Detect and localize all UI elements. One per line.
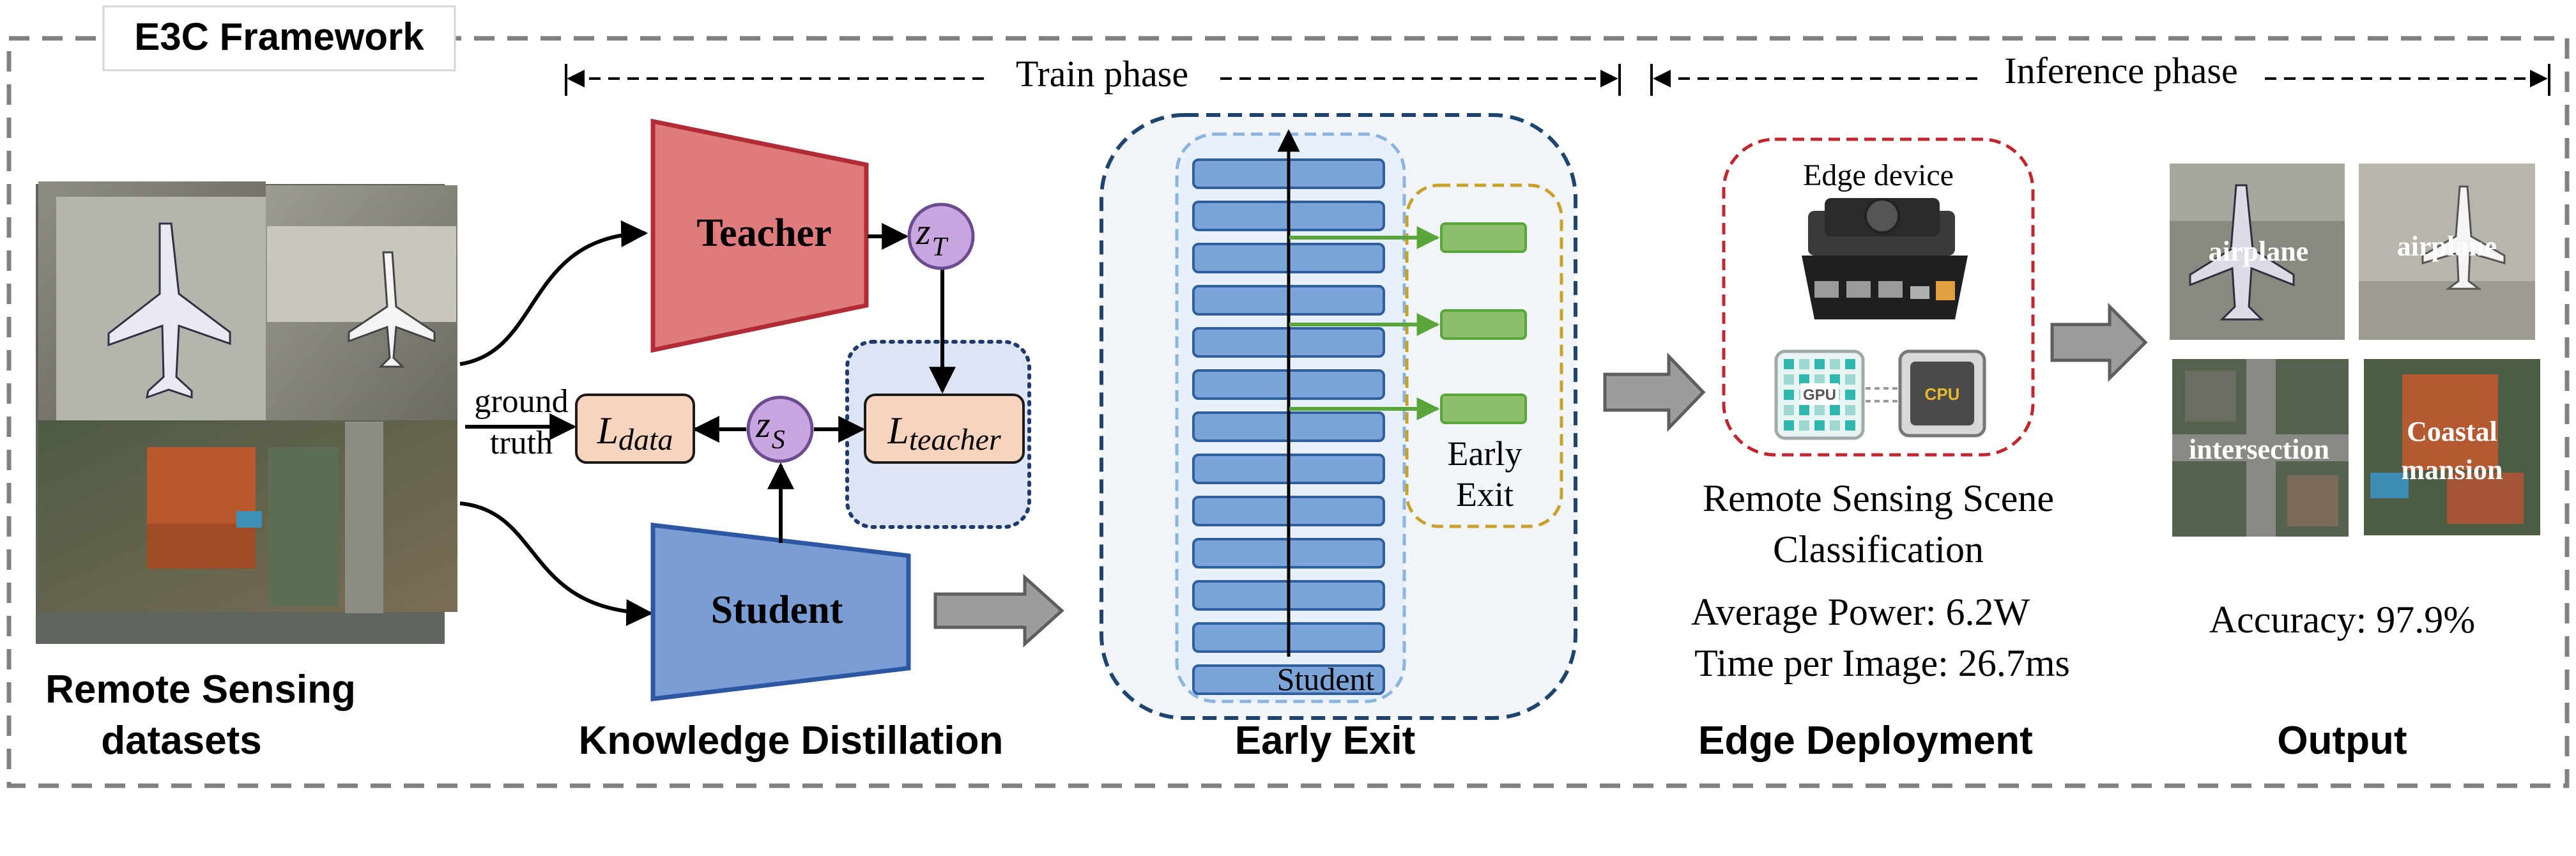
student-to-early-exit-arrow [933,574,1064,648]
dataset-image-stack [36,181,457,644]
dataset-to-student-arrow [459,501,654,627]
student-block [650,523,911,701]
student-layers [1192,129,1385,695]
gpu-core-dot [1784,420,1794,431]
accuracy: Accuracy: 97.9% [2209,599,2475,641]
teacher-latent-node [907,203,975,270]
section-datasets-line2: datasets [101,719,262,763]
loss-teacher-base: L [887,409,908,452]
gpu-core-dot [1799,359,1809,369]
section-knowledge-distillation: Knowledge Distillation [579,719,1004,763]
section-edge-deployment: Edge Deployment [1698,719,2033,763]
inference-phase-label: Inference phase [2004,50,2237,91]
cpu-chip-icon [1898,349,1986,438]
framework-border [6,36,2570,788]
task-label-line2: Classification [1773,528,1984,570]
gpu-core-dot [1830,374,1840,385]
gpu-label-box [1800,383,1839,405]
framework-title: E3C Framework [134,15,424,58]
ground-truth-label-line1: ground [474,383,568,420]
gpu-core-dot [1814,405,1825,415]
student-label: Student [711,588,843,632]
output-label-1: airplane [2209,236,2308,267]
cpu-label: CPU [1925,385,1960,404]
gpu-core-dot [1799,405,1809,415]
train-phase-label: Train phase [1016,53,1188,95]
edge-device-label: Edge device [1803,158,1954,192]
student-latent-label: zS [755,404,785,455]
teacher-label: Teacher [696,211,831,255]
gpu-core-dot [1784,405,1794,415]
gpu-core-dot [1784,390,1794,400]
gpu-core-dot [1845,359,1855,369]
output-label-2: airplane [2397,231,2497,262]
student-latent-base: z [755,404,770,445]
early-exit-label-line1: Early [1448,434,1522,473]
gpu-core-dot [1814,420,1825,431]
output-label-4-line2: mansion [2402,454,2503,485]
output-label-3: intersection [2189,434,2329,465]
gpu-core-dot [1845,420,1855,431]
teacher-latent-sub: T [932,233,949,262]
edge-device-board-icon [1802,198,1968,319]
teacher-latent-label: zT [916,211,949,262]
loss-teacher-box [864,394,1025,464]
dataset-to-teacher-arrow [459,220,648,366]
section-early-exit: Early Exit [1235,719,1416,763]
student-latent-node [746,395,814,463]
gpu-core-dot [1814,374,1825,385]
exit-classifier-head [1440,222,1527,253]
average-power: Average Power: 6.2W [1691,591,2030,633]
gpu-core-dot [1799,374,1809,385]
gpu-core-dot [1845,390,1855,400]
time-per-image: Time per Image: 26.7ms [1694,642,2070,684]
gpu-core-dot [1845,374,1855,385]
ground-truth-label-line2: truth [490,425,553,461]
output-image-2 [2359,164,2535,340]
student-latent-sub: S [772,425,785,455]
loss-data-sub: data [618,423,673,457]
loss-data-box [575,394,695,464]
loss-data-label: Ldata [597,409,673,457]
gpu-core-dot [1784,359,1794,369]
early-exit-heads [1289,222,1527,424]
teacher-block [650,118,869,353]
output-label-4-line1: Coastal [2407,416,2497,447]
gpu-core-dot [1845,405,1855,415]
gpu-core-dot [1784,374,1794,385]
early-exit-label-line2: Exit [1456,475,1514,514]
task-label-line1: Remote Sensing Scene [1703,477,2054,519]
gpu-core-dot [1799,420,1809,431]
loss-data-base: L [597,409,618,452]
early-exit-frame [1405,183,1563,528]
output-image-4 [2364,359,2540,535]
student-backbone-label: Student [1277,661,1375,697]
section-datasets-line1: Remote Sensing [45,668,356,712]
exit-classifier-head [1440,309,1527,340]
student-layer [1192,664,1385,695]
gpu-label: GPU [1803,386,1836,404]
framework-title-box [102,5,456,72]
output-image-1 [2170,164,2345,340]
gpu-core-dot [1830,405,1840,415]
teacher-latent-base: z [916,211,931,252]
gpu-core-dot [1830,420,1840,431]
output-image-3 [2172,359,2349,537]
section-output: Output [2277,719,2407,763]
gpu-core-dot [1814,359,1825,369]
early-exit-to-edge-arrow [1603,352,1706,432]
loss-teacher-label: Lteacher [887,409,1001,457]
gpu-core-dot [1830,359,1840,369]
edge-to-output-arrow [2050,302,2148,383]
exit-classifier-head [1440,394,1527,424]
loss-teacher-sub: teacher [909,423,1001,457]
